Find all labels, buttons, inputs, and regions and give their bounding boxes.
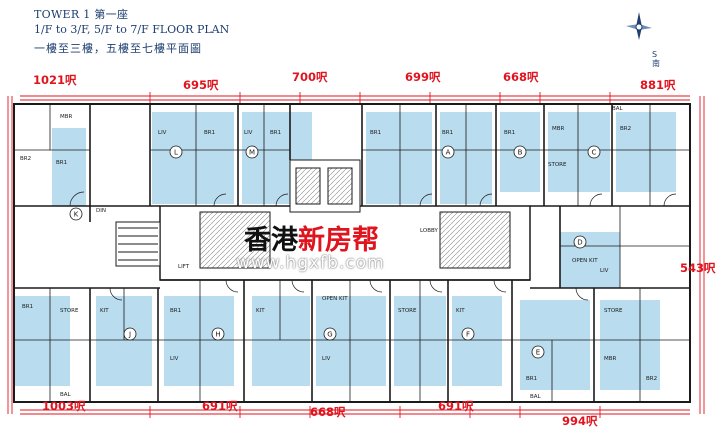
room-label: KIT	[456, 308, 465, 314]
unit-letter: K	[74, 211, 79, 219]
room-label: BR1	[504, 130, 515, 136]
watermark-part2: 新房帮	[298, 225, 379, 256]
room-label: LIV	[600, 268, 609, 274]
room-label: OPEN KIT	[322, 296, 348, 302]
unit-letter: A	[446, 149, 451, 157]
unit-letter: E	[536, 349, 540, 357]
area-unit-d: 543呎	[680, 261, 716, 275]
unit-letter: J	[128, 331, 131, 339]
room-label: DIN	[96, 208, 106, 214]
room-label: BAL	[530, 394, 542, 400]
room-label: BR1	[370, 130, 381, 136]
room-label: BR1	[170, 308, 181, 314]
room-label: BR2	[620, 126, 631, 132]
area-unit-h: 691呎	[202, 399, 238, 413]
area-unit-c: 881呎	[640, 78, 676, 92]
room-label: BR1	[442, 130, 453, 136]
room-label: LIV	[244, 130, 253, 136]
floor-plan-title-en: 1/F to 3/F, 5/F to 7/F FLOOR PLAN	[34, 23, 230, 36]
unit-letter: H	[215, 331, 220, 339]
room-label: LOBBY	[420, 228, 438, 234]
room-label: BR1	[22, 304, 33, 310]
unit-letter: M	[249, 149, 255, 157]
area-unit-g: 668呎	[310, 405, 346, 419]
room-label: BR1	[270, 130, 281, 136]
room-label: MBR	[604, 356, 617, 362]
unit-letter: C	[592, 149, 597, 157]
room-label: BR1	[56, 160, 67, 166]
room-label: BAL	[612, 106, 624, 112]
room-label: STORE	[60, 308, 79, 314]
watermark-part1: 香港	[244, 225, 298, 256]
room-label: STORE	[548, 162, 567, 168]
room-label: OPEN KIT	[572, 258, 598, 264]
unit-letter: B	[518, 149, 523, 157]
unit-letter: L	[174, 149, 178, 157]
walls	[13, 103, 691, 403]
area-unit-b: 668呎	[503, 70, 539, 84]
area-unit-a: 699呎	[405, 70, 441, 84]
watermark-url: www.hgxfb.com	[236, 253, 385, 273]
room-label: BAL	[60, 392, 72, 398]
dimension-lines	[7, 92, 705, 418]
floor-plan-title-zh: 一樓至三樓，五樓至七樓平面圖	[34, 42, 202, 55]
tower-title: TOWER 1 第一座	[34, 8, 129, 21]
room-label: LIV	[170, 356, 179, 362]
room-label: LIFT	[178, 264, 190, 270]
room-label: BR2	[20, 156, 31, 162]
unit-fills	[14, 112, 676, 390]
room-labels: DIN LIV BR1 LIV BR1 BR1 BR1 BR1 MBR BR2 …	[20, 106, 657, 400]
room-label: LIV	[322, 356, 331, 362]
area-unit-e: 994呎	[562, 414, 598, 428]
north-arrow-icon	[626, 12, 652, 40]
unit-markers	[69, 145, 601, 359]
room-label: BR2	[646, 376, 657, 382]
central-core	[115, 159, 531, 281]
room-label: MBR	[60, 114, 73, 120]
room-label: LIV	[158, 130, 167, 136]
compass-label: S 南	[652, 50, 660, 68]
area-unit-l: 695呎	[183, 78, 219, 92]
area-unit-k: 1021呎	[33, 73, 77, 87]
area-unit-f: 691呎	[438, 399, 474, 413]
unit-letter: G	[327, 331, 332, 339]
room-label: STORE	[604, 308, 623, 314]
room-label: BR1	[526, 376, 537, 382]
room-label: BR1	[204, 130, 215, 136]
watermark-title: 香港新房帮	[244, 218, 379, 257]
room-label: MBR	[552, 126, 565, 132]
unit-letters: K L M A B C D E F G H J	[74, 149, 597, 357]
room-label: STORE	[398, 308, 417, 314]
area-unit-j: 1003呎	[42, 399, 86, 413]
room-label: KIT	[256, 308, 265, 314]
unit-letter: D	[577, 239, 582, 247]
room-label: KIT	[100, 308, 109, 314]
area-unit-m: 700呎	[292, 70, 328, 84]
unit-letter: F	[466, 331, 470, 339]
